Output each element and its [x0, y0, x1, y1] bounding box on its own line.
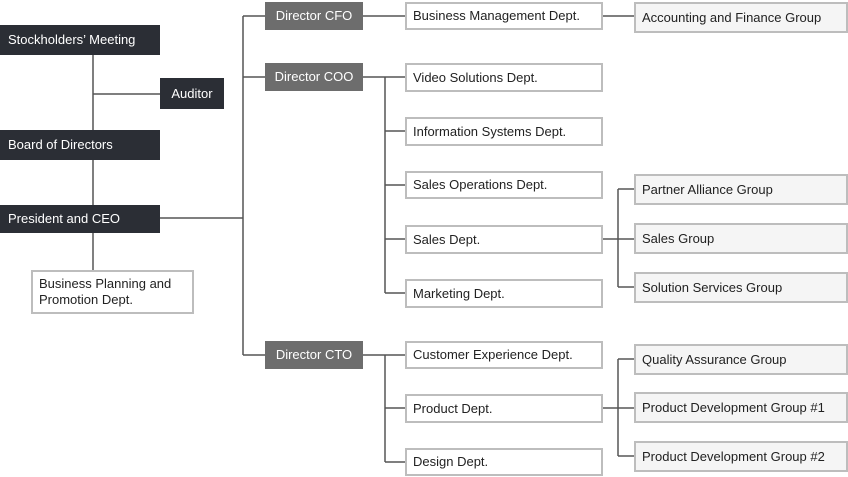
node-sales-operations: Sales Operations Dept.: [405, 171, 603, 199]
node-video-solutions: Video Solutions Dept.: [405, 63, 603, 92]
node-design-dept: Design Dept.: [405, 448, 603, 476]
node-board-of-directors: Board of Directors: [0, 130, 160, 160]
node-customer-experience: Customer Experience Dept.: [405, 341, 603, 369]
node-quality-assurance: Quality Assurance Group: [634, 344, 848, 375]
node-business-planning: Business Planning and Promotion Dept.: [31, 270, 194, 314]
node-accounting-finance: Accounting and Finance Group: [634, 2, 848, 33]
node-marketing: Marketing Dept.: [405, 279, 603, 308]
node-stockholders-meeting: Stockholders’ Meeting: [0, 25, 160, 55]
node-business-management: Business Management Dept.: [405, 2, 603, 30]
node-auditor: Auditor: [160, 78, 224, 109]
node-solution-services: Solution Services Group: [634, 272, 848, 303]
node-information-systems: Information Systems Dept.: [405, 117, 603, 146]
node-partner-alliance: Partner Alliance Group: [634, 174, 848, 205]
node-director-cfo: Director CFO: [265, 2, 363, 30]
node-director-coo: Director COO: [265, 63, 363, 91]
node-sales-group: Sales Group: [634, 223, 848, 254]
node-president-ceo: President and CEO: [0, 205, 160, 233]
node-director-cto: Director CTO: [265, 341, 363, 369]
node-product-dept: Product Dept.: [405, 394, 603, 423]
node-product-development-1: Product Development Group #1: [634, 392, 848, 423]
node-sales-dept: Sales Dept.: [405, 225, 603, 254]
node-product-development-2: Product Development Group #2: [634, 441, 848, 472]
